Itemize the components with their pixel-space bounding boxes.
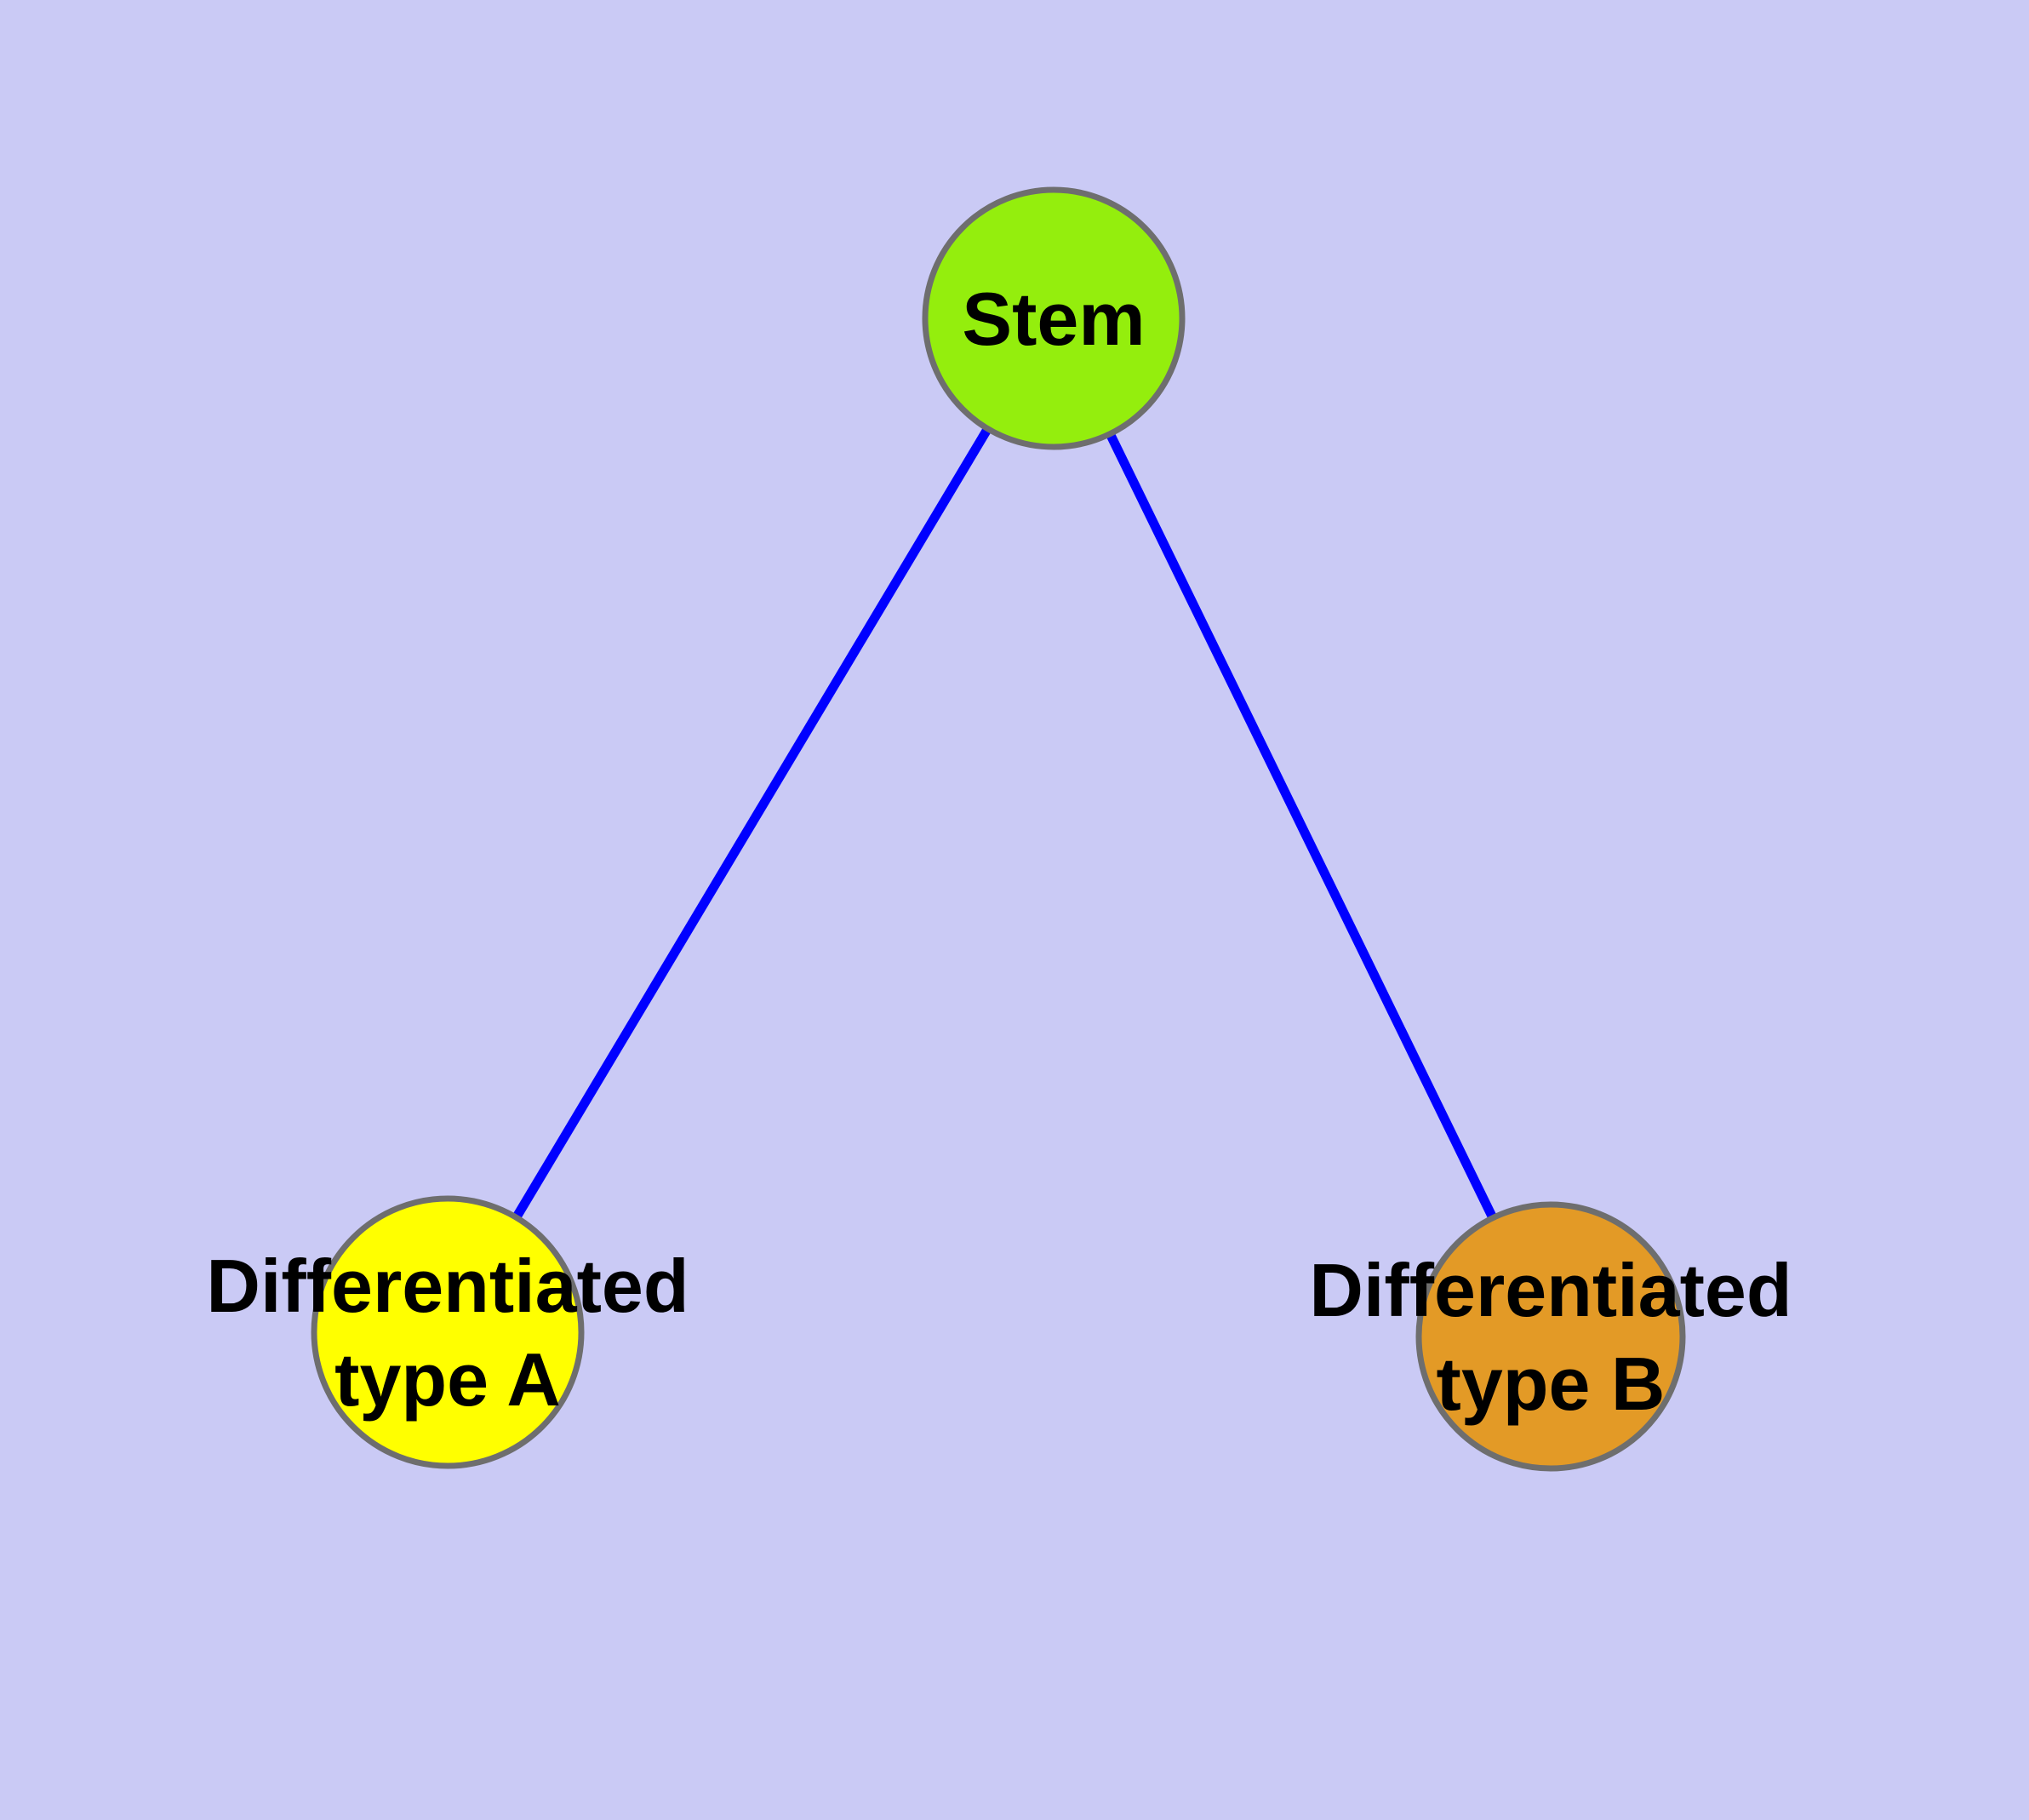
node-stem-circle <box>922 186 1186 450</box>
node-type-a-label-line-2: type A <box>334 1337 561 1422</box>
nodes-layer <box>311 186 1686 1472</box>
node-type-b-label: Differentiated type B <box>1309 1248 1792 1426</box>
edges-layer <box>443 316 1555 1339</box>
node-type-b-circle <box>1415 1201 1686 1472</box>
node-type-b-label-line-1: Differentiated <box>1309 1248 1792 1332</box>
node-type-a-label: Differentiated type A <box>206 1244 689 1422</box>
edge-stem-to-type-a <box>443 316 1058 1335</box>
node-type-a-label-line-1: Differentiated <box>206 1244 689 1328</box>
node-type-b-label-line-2: type B <box>1437 1342 1666 1426</box>
edge-stem-to-type-b <box>1049 316 1555 1339</box>
node-stem-label: Stem <box>962 277 1145 361</box>
node-type-a-circle <box>311 1195 585 1469</box>
node-stem-label-line-1: Stem <box>962 277 1145 361</box>
